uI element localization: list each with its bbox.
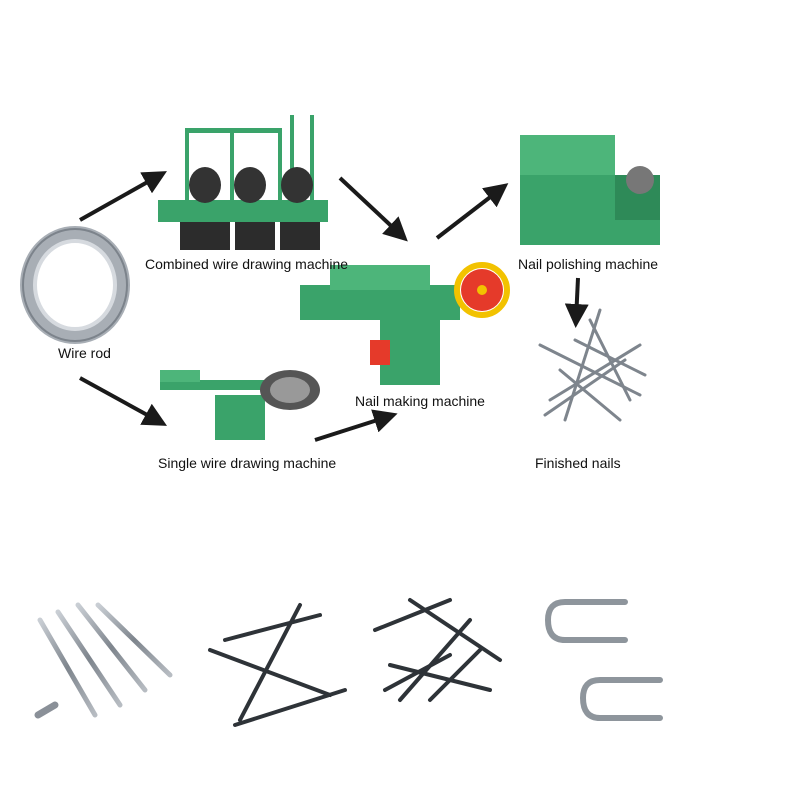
finished-nails-label: Finished nails [535, 455, 621, 471]
arrow-wire-to-single [79, 376, 168, 426]
arrow-combined-to-nail-making [338, 176, 408, 242]
single-wire-drawing-machine-label: Single wire drawing machine [158, 455, 337, 471]
common-nails-image [34, 602, 173, 719]
combined-wire-drawing-machine-label: Combined wire drawing machine [145, 256, 349, 272]
arrow-nail-making-to-polishing [435, 183, 509, 240]
process-arrows [79, 171, 589, 442]
wire-rod-label: Wire rod [58, 345, 111, 361]
arrow-single-to-nail-making [314, 409, 398, 442]
single-wire-drawing-machine-image [160, 370, 320, 440]
finished-nails-image [538, 308, 647, 422]
nail-polishing-machine-label: Nail polishing machine [518, 256, 659, 272]
nail-making-machine-label: Nail making machine [355, 393, 485, 409]
double-head-nails-image [208, 603, 347, 727]
combined-wire-drawing-machine-image [158, 115, 328, 250]
nail-making-machine-image [300, 262, 510, 385]
u-nails-image [544, 599, 663, 721]
wire-rod-image [20, 226, 130, 344]
roofing-nails-image [373, 598, 502, 702]
arrow-wire-to-combined [79, 171, 167, 222]
arrow-polishing-to-finished [564, 277, 589, 328]
nail-polishing-machine-image [520, 135, 660, 245]
